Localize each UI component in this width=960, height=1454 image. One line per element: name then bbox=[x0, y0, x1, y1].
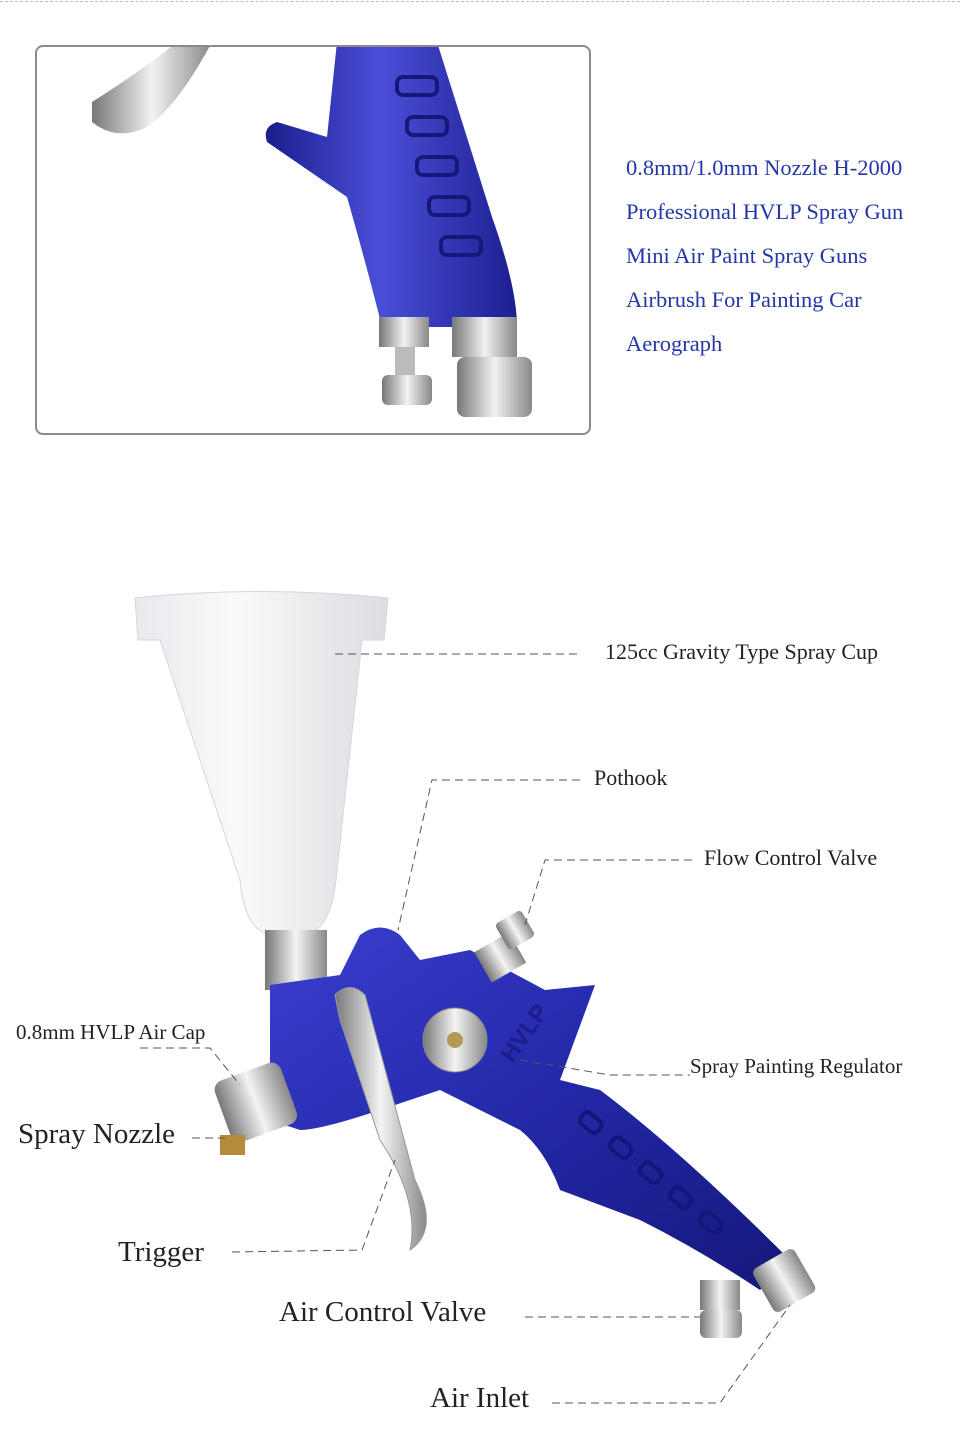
air-cap bbox=[214, 1062, 298, 1143]
gun-body bbox=[270, 927, 790, 1290]
callout-trigger: Trigger bbox=[118, 1236, 204, 1268]
callout-spray-cup: 125cc Gravity Type Spray Cup bbox=[605, 639, 879, 664]
callout-air-inlet: Air Inlet bbox=[430, 1382, 530, 1414]
title-line: Aerograph bbox=[626, 331, 723, 356]
callout-spray-nozzle: Spray Nozzle bbox=[18, 1118, 176, 1150]
title-line: 0.8mm/1.0mm Nozzle H-2000 bbox=[626, 155, 903, 180]
callout-air-control-valve: Air Control Valve bbox=[279, 1296, 487, 1328]
title-line: Airbrush For Painting Car bbox=[626, 287, 862, 312]
product-closeup-image bbox=[35, 45, 591, 435]
top-divider bbox=[0, 1, 960, 2]
spray-cup bbox=[134, 591, 389, 936]
callout-flow-control-valve: Flow Control Valve bbox=[704, 845, 878, 870]
title-line: Professional HVLP Spray Gun bbox=[626, 199, 904, 224]
handle-closeup-illustration bbox=[92, 47, 532, 417]
callout-pothook: Pothook bbox=[594, 765, 668, 790]
trigger bbox=[334, 987, 427, 1252]
leader-lines bbox=[140, 653, 791, 1404]
title-line: Mini Air Paint Spray Guns bbox=[626, 243, 868, 268]
product-title: 0.8mm/1.0mm Nozzle H-2000 Professional H… bbox=[626, 146, 903, 366]
callout-air-cap: 0.8mm HVLP Air Cap bbox=[16, 1020, 206, 1044]
callout-regulator: Spray Painting Regulator bbox=[690, 1054, 903, 1078]
